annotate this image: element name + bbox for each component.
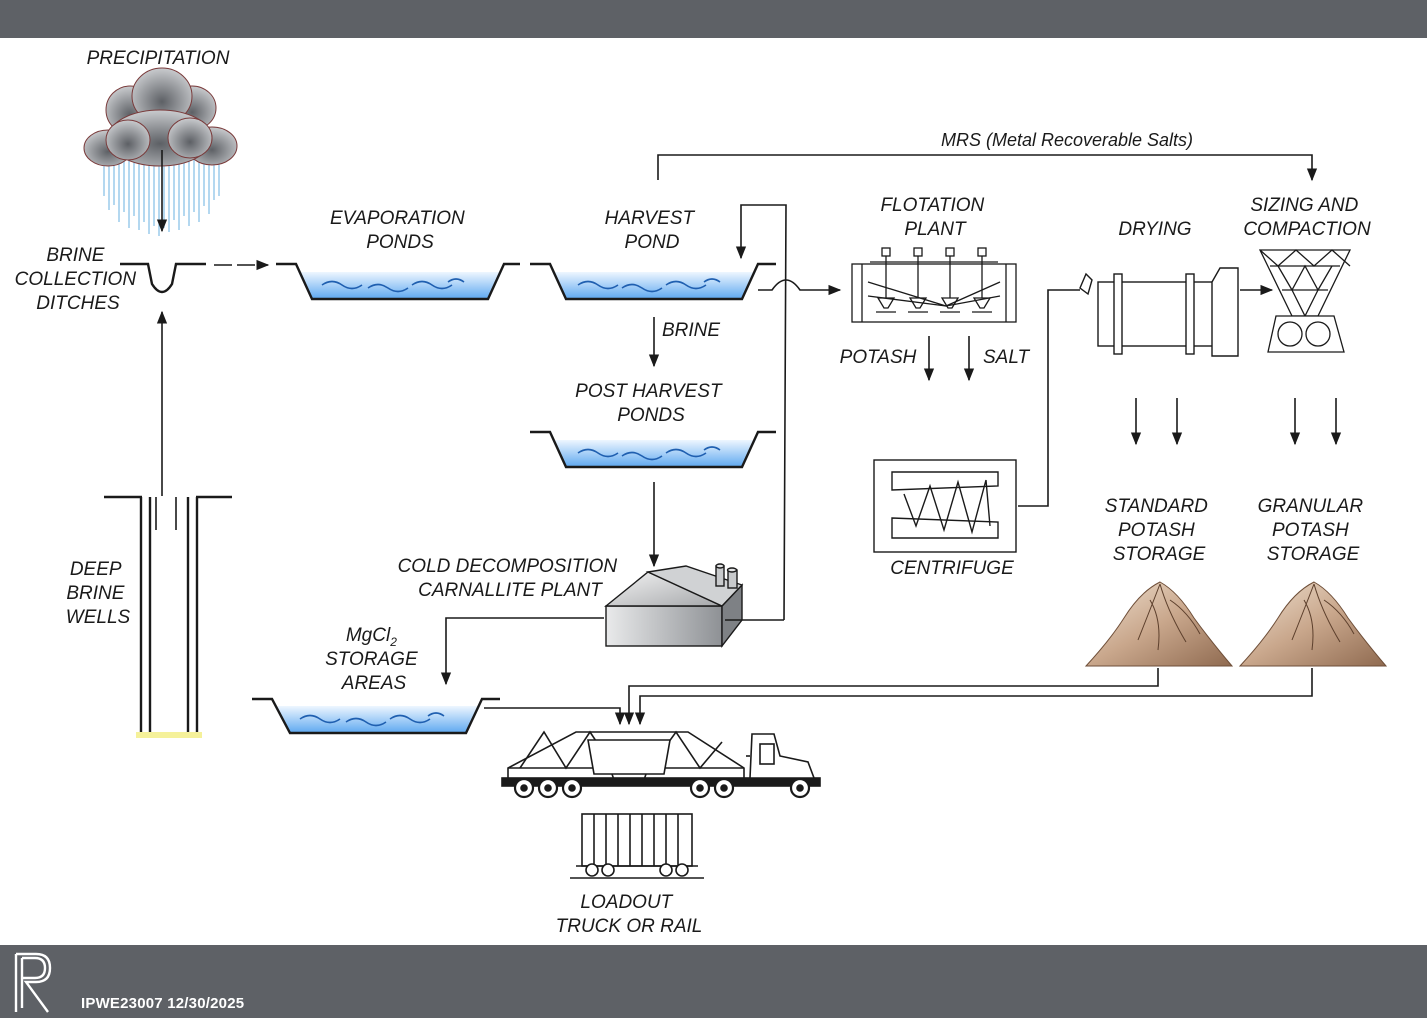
company-logo-icon xyxy=(14,952,52,1013)
carnallite-plant-icon xyxy=(604,563,744,649)
drying-label: DRYING xyxy=(1118,219,1191,240)
rotary-dryer-icon xyxy=(1079,267,1239,357)
footer-document-code: IPWE23007 12/30/2025 xyxy=(81,995,245,1012)
post-harvest-ponds-label: POST HARVEST PONDS xyxy=(575,381,727,426)
compactor-icon xyxy=(1258,249,1352,353)
mrs-label: MRS (Metal Recoverable Salts) xyxy=(941,130,1193,150)
granular-potash-pile-icon xyxy=(1238,581,1388,667)
precipitation-label: PRECIPITATION xyxy=(87,48,230,69)
deep-brine-wells-icon xyxy=(104,495,232,738)
standard-potash-pile-icon xyxy=(1084,581,1234,667)
mgcl2-storage-label: MgCl2 STORAGE AREAS xyxy=(325,625,423,694)
granular-to-loadout-arrow xyxy=(634,668,1313,726)
centrifuge-label: CENTRIFUGE xyxy=(890,558,1014,579)
mgcl2-to-loadout-arrow xyxy=(484,707,626,726)
salt-output-label: SALT xyxy=(983,347,1031,368)
granular-storage-label: GRANULAR POTASH STORAGE xyxy=(1258,496,1369,565)
footer-bar xyxy=(0,945,1427,1018)
top-banner xyxy=(0,0,1427,38)
standard-to-loadout-arrow xyxy=(623,668,1159,726)
haul-truck-icon xyxy=(501,730,821,799)
potash-output-label: POTASH xyxy=(840,347,917,368)
plant-to-mgcl2-arrow xyxy=(440,617,604,686)
mgcl2-pond-icon xyxy=(252,697,500,735)
brine-ditch-icon xyxy=(120,262,206,294)
evaporation-pond-icon xyxy=(276,262,520,301)
flotation-plant-label: FLOTATION PLANT xyxy=(880,195,989,240)
harvest-pond-label: HARVEST POND xyxy=(605,208,700,253)
harvest-to-flotation-arrow xyxy=(758,279,842,296)
brine-label: BRINE xyxy=(662,320,720,341)
evaporation-ponds-label: EVAPORATION PONDS xyxy=(330,208,470,253)
mrs-arrow xyxy=(657,154,1318,182)
loadout-label: LOADOUT TRUCK OR RAIL xyxy=(556,892,703,937)
rail-car-icon xyxy=(570,813,704,879)
cold-decomposition-label: COLD DECOMPOSITION CARNALLITE PLANT xyxy=(398,556,623,601)
sizing-compaction-label: SIZING AND COMPACTION xyxy=(1243,195,1371,240)
post-harvest-pond-icon xyxy=(530,430,776,469)
rain-cloud-icon xyxy=(83,67,238,236)
centrifuge-icon xyxy=(873,459,1017,553)
centrifuge-to-dryer-line xyxy=(1018,289,1080,507)
standard-storage-label: STANDARD POTASH STORAGE xyxy=(1105,496,1213,565)
flotation-cells-icon xyxy=(851,247,1017,323)
deep-brine-wells-label: DEEP BRINE WELLS xyxy=(66,559,131,628)
harvest-pond-icon xyxy=(530,262,776,301)
brine-collection-label: BRINE COLLECTION DITCHES xyxy=(15,245,142,314)
recycle-to-harvest-arrow xyxy=(735,204,787,621)
